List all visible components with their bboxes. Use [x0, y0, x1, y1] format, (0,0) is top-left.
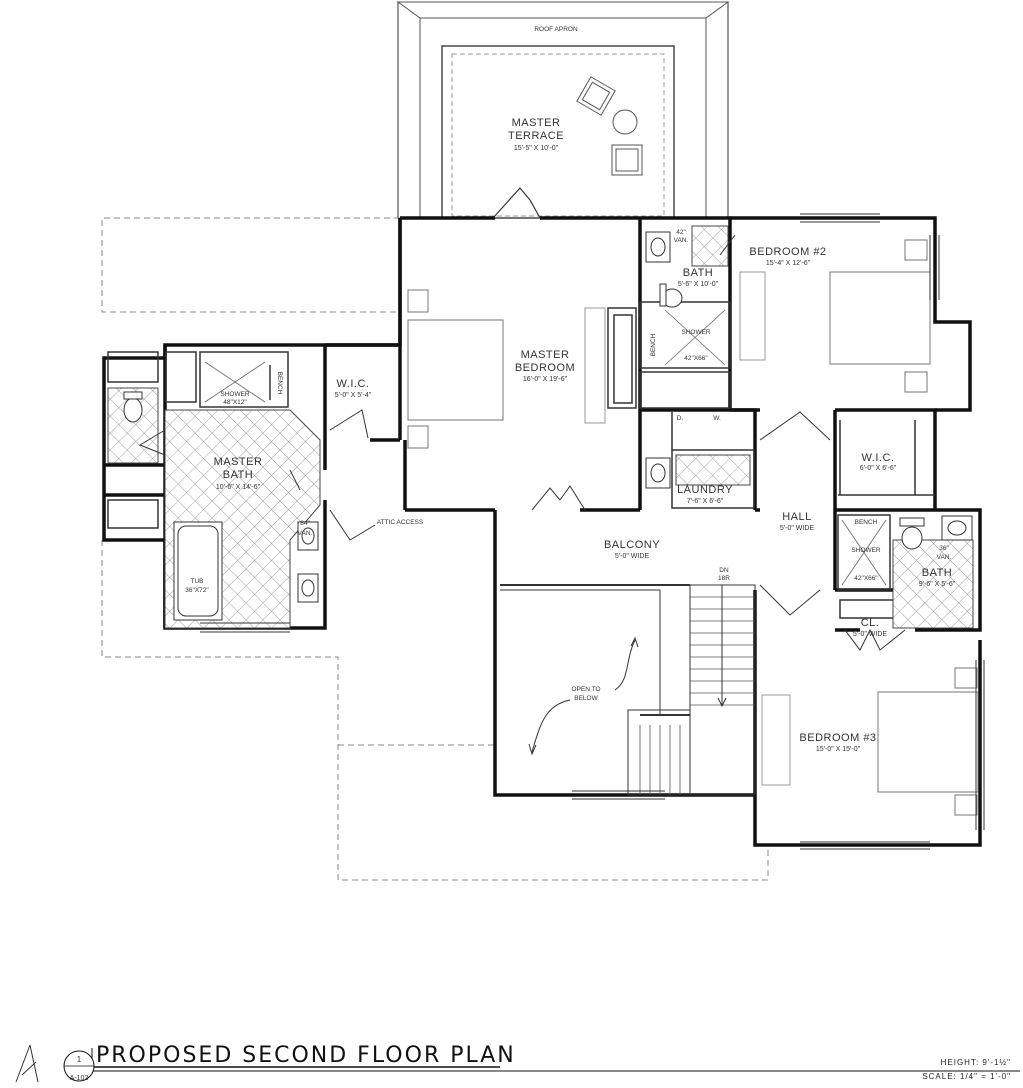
closet-name: CL.: [861, 617, 880, 629]
hall-dims: 5'-0" WIDE: [780, 525, 814, 532]
roof-apron-label: ROOF APRON: [534, 26, 578, 33]
master-bedroom-name-2: BEDROOM: [515, 362, 575, 374]
balcony-dims: 5'-0" WIDE: [615, 553, 649, 560]
master-terrace-name-2: TERRACE: [508, 130, 564, 142]
laundry-washer-label: W.: [713, 415, 721, 422]
bench-master-label: BENCH: [276, 372, 283, 395]
interior-partitions: [107, 271, 935, 786]
windows: [200, 213, 985, 850]
sheet-number: 1: [77, 1055, 82, 1064]
laundry-dryer-label: D.: [677, 415, 684, 422]
shower3-dims: 42"X66": [854, 575, 878, 582]
stair-dn-label: DN: [719, 567, 729, 574]
bench2-label: BENCH: [650, 333, 657, 356]
hall-name: HALL: [782, 511, 812, 523]
terrace-furniture: [576, 76, 643, 176]
laundry-name: LAUNDRY: [677, 484, 733, 496]
bedroom2-name: BEDROOM #2: [749, 246, 826, 258]
master-terrace-dims: 15'-5" X 10'-0": [514, 145, 559, 152]
shower2-dims: 42"X66": [684, 355, 708, 362]
shower2-name: SHOWER: [681, 329, 711, 336]
wic-master-dims: 5'-0" X 5'-4": [335, 392, 372, 399]
master-van-size: 84": [300, 520, 310, 527]
stairs: [500, 584, 756, 796]
open-below-line2: BELOW: [574, 695, 598, 702]
terrace-doors: [492, 187, 541, 219]
master-bedroom-dims: 16'-0" X 19'-6": [523, 376, 568, 383]
open-to-below-arrow: [528, 636, 639, 756]
bath3-dims: 9'-6" X 5'-6": [919, 581, 956, 588]
tub-dims: 36"X72": [185, 587, 209, 594]
balcony-name: BALCONY: [604, 539, 660, 551]
master-bath-name-1: MASTER: [214, 456, 263, 468]
wic3-dims: 6'-0" X 6'-6": [860, 465, 897, 472]
wic3-name: W.I.C.: [862, 452, 895, 464]
shower-drains: [204, 309, 887, 586]
master-bath-dims: 10'-6" X 14'-6": [216, 484, 261, 491]
roof-overhang-outline: [101, 217, 769, 881]
bedroom2-dims: 15'-4" X 12'-6": [766, 260, 811, 267]
tile-floors: [107, 225, 974, 629]
room-labels: ROOF APRON MASTER TERRACE 15'-5" X 10'-0…: [185, 26, 955, 753]
bath2-name: BATH: [683, 267, 714, 279]
master-bedroom-name-1: MASTER: [521, 349, 570, 361]
plumbing-fixtures: [123, 231, 973, 621]
van3-size: 36": [939, 545, 949, 552]
van3-name: VAN.: [937, 554, 952, 561]
bed-outlines: [407, 239, 979, 816]
open-below-line1: OPEN TO: [571, 686, 600, 693]
walls: [102, 216, 982, 847]
master-van-name: VAN.: [298, 530, 313, 537]
bedroom3-name: BEDROOM #3: [799, 732, 876, 744]
shower-master-name: SHOWER: [220, 391, 250, 398]
scale-note: SCALE: 1/4" = 1'-0": [922, 1072, 1011, 1081]
attic-access-label: ATTIC ACCESS: [377, 519, 424, 526]
master-bath-name-2: BATH: [223, 469, 254, 481]
bench3-label: BENCH: [855, 519, 878, 526]
shower-master-dims: 48"X12": [223, 399, 247, 406]
shower3-name: SHOWER: [851, 547, 881, 554]
height-note: HEIGHT: 9'-1½": [940, 1058, 1011, 1067]
bath2-dims: 5'-6" X 10'-0": [678, 281, 719, 288]
wic-master-name: W.I.C.: [337, 378, 370, 390]
drawing-title: PROPOSED SECOND FLOOR PLAN: [96, 1043, 516, 1068]
van2-name: VAN.: [674, 237, 689, 244]
laundry-dims: 7'-6" X 6'-6": [687, 498, 724, 505]
door-swings: [138, 234, 906, 651]
bath3-name: BATH: [922, 567, 953, 579]
stair-risers-label: 18R: [718, 575, 730, 582]
master-terrace-name-1: MASTER: [512, 117, 561, 129]
title-block: 1 A-102: [15, 1044, 1020, 1083]
tub-name: TUB: [191, 578, 204, 585]
north-arrow-icon: [15, 1044, 39, 1083]
master-terrace-outline: [396, 1, 730, 219]
sheet-reference: A-102: [70, 1075, 89, 1082]
closet-dims: 5'-0" WIDE: [853, 631, 887, 638]
van2-size: 42": [676, 229, 686, 236]
bedroom3-dims: 15'-0" X 15'-0": [816, 746, 861, 753]
